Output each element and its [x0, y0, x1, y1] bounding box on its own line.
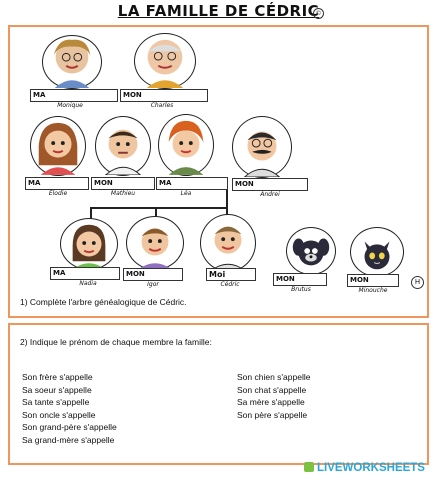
grandfather-portrait-icon	[134, 33, 196, 89]
sister-name: Nadia	[79, 280, 97, 287]
brother-answer-box[interactable]: MON	[123, 268, 183, 281]
tree-connector	[90, 207, 228, 209]
grandfather-name: Charles	[150, 102, 174, 109]
author-mark-icon: H	[411, 276, 424, 289]
uncle-answer-box[interactable]: MON	[91, 177, 155, 190]
cedric-label-box: Moi	[206, 268, 256, 281]
sentence-grandfather: Son grand-père s'appelle	[22, 422, 117, 432]
sister-answer-box[interactable]: MA	[50, 267, 120, 280]
copyright-mark: ©	[313, 8, 324, 19]
sentence-dog: Son chien s'appelle	[237, 372, 311, 382]
mother-portrait-icon	[158, 114, 214, 176]
aunt-answer-box[interactable]: MA	[25, 177, 89, 190]
cat-answer-box[interactable]: MON	[347, 274, 399, 287]
sentence-father: Son père s'appelle	[237, 410, 308, 420]
mother-answer-box[interactable]: MA	[156, 177, 228, 190]
grandmother-portrait-icon	[42, 35, 102, 89]
uncle-portrait-icon	[95, 116, 151, 176]
tree-frame	[8, 25, 429, 318]
sentence-grandmother: Sa grand-mère s'appelle	[22, 435, 115, 445]
cat-name: Minouche	[358, 287, 388, 294]
tree-instruction: 1) Complète l'arbre généalogique de Cédr…	[20, 297, 187, 307]
sentence-brother: Son frère s'appelle	[22, 372, 93, 382]
brother-name: Igor	[147, 281, 159, 288]
grandfather-answer-box[interactable]: MON	[120, 89, 208, 102]
cat-portrait-icon	[350, 227, 404, 277]
tree-connector	[90, 207, 92, 221]
dog-name: Brutus	[291, 286, 311, 293]
exercise-instruction: 2) Indique le prénom de chaque membre la…	[20, 337, 212, 347]
page-title: LA FAMILLE DE CÉDRIC	[117, 2, 320, 20]
sentence-aunt: Sa tante s'appelle	[22, 397, 90, 407]
sentence-uncle: Son oncle s'appelle	[22, 410, 96, 420]
father-name: Andrei	[260, 191, 280, 198]
liveworksheets-logo[interactable]: LIVEWORKSHEETS	[304, 462, 425, 474]
tree-connector	[226, 183, 228, 223]
sentence-sister: Sa soeur s'appelle	[22, 385, 92, 395]
sister-portrait-icon	[60, 218, 118, 270]
dog-portrait-icon	[286, 227, 336, 275]
liveworksheets-icon	[304, 462, 314, 472]
aunt-name: Élodie	[48, 190, 68, 197]
cedric-name: Cédric	[220, 281, 240, 288]
cedric-moi-label: Moi	[209, 270, 226, 279]
uncle-name: Mathieu	[110, 190, 136, 197]
sentence-cat: Son chat s'appelle	[237, 385, 307, 395]
father-answer-box[interactable]: MON	[232, 178, 308, 191]
mother-name: Léa	[180, 190, 192, 197]
aunt-portrait-icon	[30, 116, 86, 176]
cedric-portrait-icon	[200, 214, 256, 272]
brother-portrait-icon	[126, 216, 184, 270]
exercise-frame	[8, 323, 429, 465]
tree-connector	[155, 207, 157, 219]
grandmother-answer-box[interactable]: MA	[30, 89, 118, 102]
logo-text: LIVEWORKSHEETS	[317, 462, 425, 474]
grandmother-name: Monique	[57, 102, 83, 109]
sentence-mother: Sa mère s'appelle	[237, 397, 305, 407]
dog-answer-box[interactable]: MON	[273, 273, 327, 286]
father-portrait-icon	[232, 116, 292, 178]
